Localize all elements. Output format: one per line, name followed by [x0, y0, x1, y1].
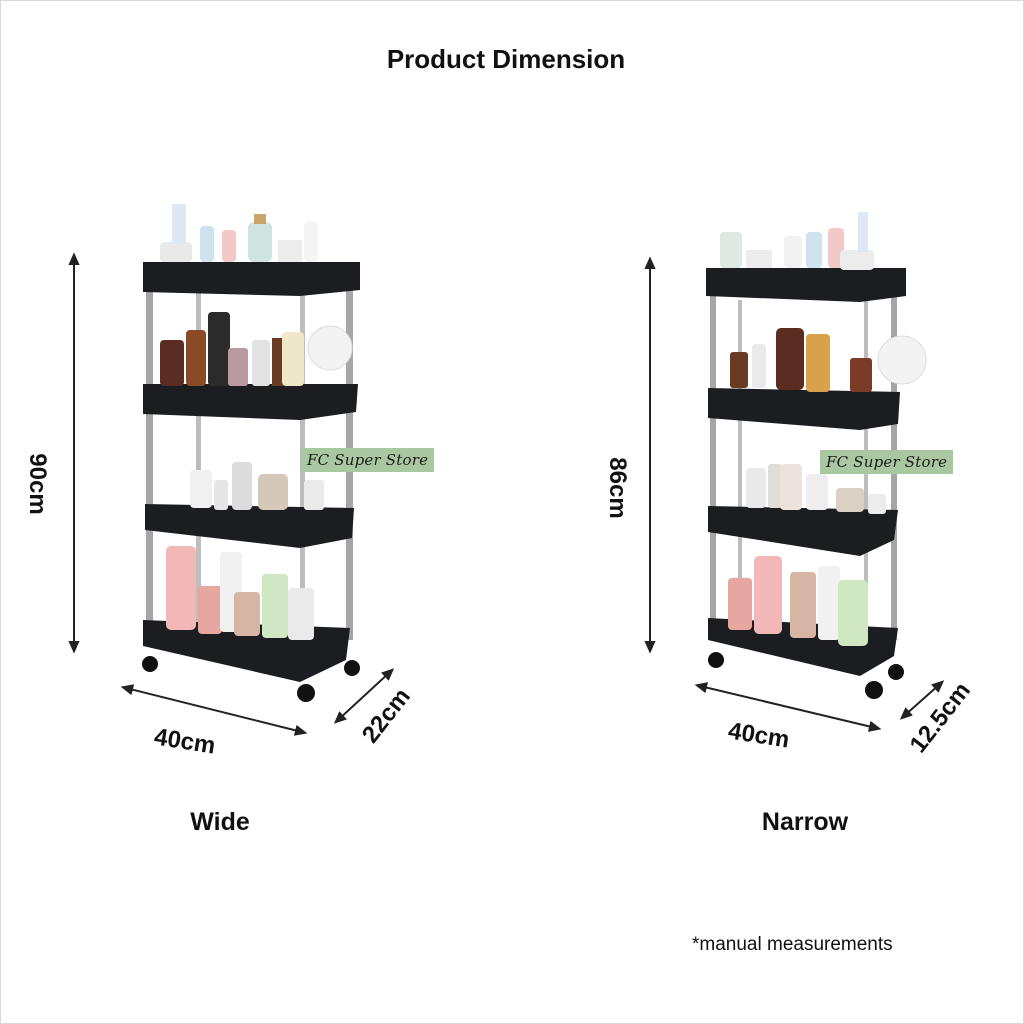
wide-variant-label: Wide	[190, 808, 250, 836]
narrow-variant-label: Narrow	[761, 808, 849, 836]
page-title: Product Dimension	[386, 44, 626, 74]
store-watermark-narrow: FC Super Store	[820, 450, 954, 474]
measurement-footnote: *manual measurements	[692, 934, 893, 955]
narrow-cart	[644, 212, 945, 732]
store-watermark-wide: FC Super Store	[301, 448, 435, 472]
wide-height-label: 90cm	[24, 453, 51, 515]
narrow-height-label: 86cm	[604, 457, 631, 519]
